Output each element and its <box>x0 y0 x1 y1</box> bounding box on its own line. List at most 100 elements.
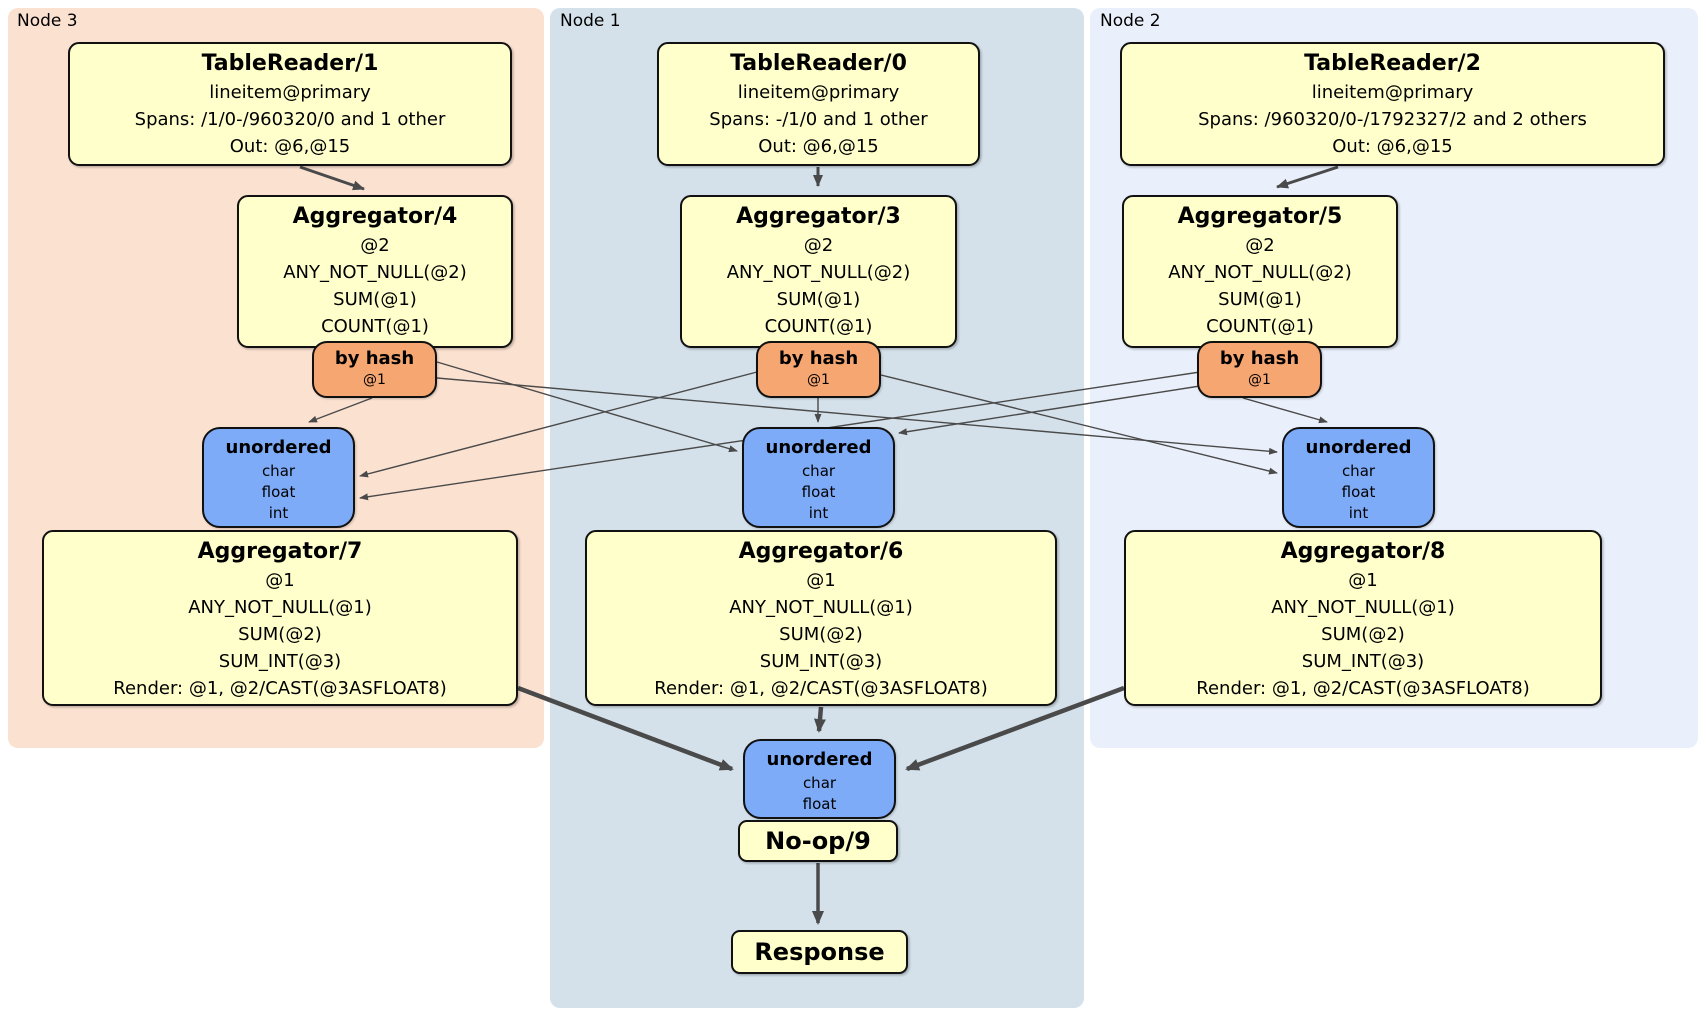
detail-line: char <box>1341 462 1376 480</box>
router-details: @1 <box>314 371 435 389</box>
sync-details: char float int <box>1284 461 1433 524</box>
sync-title: unordered <box>766 749 873 770</box>
unordered-sync-node1: unordered char float int <box>742 427 895 528</box>
edge-hash3-to-sync2 <box>436 377 1278 455</box>
detail-line: @1 <box>807 372 830 388</box>
detail-line: @1 <box>1248 372 1271 388</box>
edge-tablereader2-to-aggregator5 <box>1276 165 1339 189</box>
edge-hash1-to-sync2 <box>880 374 1278 475</box>
hash-router-node1: by hash @1 <box>756 341 881 398</box>
detail-line: lineitem@primary <box>1311 82 1474 103</box>
detail-line: int <box>268 504 289 522</box>
detail-line: @1 <box>265 570 295 591</box>
hash-router-node3: by hash @1 <box>312 341 437 398</box>
detail-line: SUM(@2) <box>1321 624 1405 645</box>
detail-line: Out: @6,@15 <box>229 136 351 157</box>
detail-line: Spans: /960320/0-/1792327/2 and 2 others <box>1198 109 1587 130</box>
detail-line: @2 <box>360 235 390 256</box>
edge-hash2-to-sync1 <box>898 385 1201 436</box>
router-title: by hash <box>778 348 859 369</box>
router-title: by hash <box>334 348 415 369</box>
response-box: Response <box>731 930 908 974</box>
detail-line: Render: @1, @2/CAST(@3ASFLOAT8) <box>1196 678 1530 699</box>
sync-details: char float int <box>744 461 893 524</box>
detail-line: float <box>801 483 836 501</box>
processor-title: Aggregator/4 <box>292 204 458 229</box>
detail-line: float <box>802 795 837 813</box>
detail-line: SUM_INT(@3) <box>759 651 883 672</box>
edge-aggregator6-to-final-sync <box>814 706 826 733</box>
sync-title: unordered <box>765 437 872 458</box>
processor-title: Aggregator/7 <box>197 539 363 564</box>
detail-line: ANY_NOT_NULL(@1) <box>1271 597 1455 618</box>
hash-router-node2: by hash @1 <box>1197 341 1322 398</box>
processor-title: Aggregator/8 <box>1280 539 1446 564</box>
detail-line: ANY_NOT_NULL(@1) <box>188 597 372 618</box>
detail-line: COUNT(@1) <box>1206 316 1314 337</box>
router-title: by hash <box>1219 348 1300 369</box>
edge-hash1-to-sync3 <box>359 371 758 478</box>
router-details: @1 <box>758 371 879 389</box>
processor-title: Aggregator/3 <box>736 204 901 229</box>
detail-line: SUM(@2) <box>779 624 863 645</box>
detail-line: SUM(@1) <box>776 289 861 310</box>
processor-title: Aggregator/5 <box>1177 204 1343 229</box>
sync-title: unordered <box>225 437 332 458</box>
node3-label: Node 3 <box>17 11 78 31</box>
detail-line: char <box>801 462 836 480</box>
detail-line: SUM_INT(@3) <box>1301 651 1425 672</box>
detail-line: lineitem@primary <box>737 82 900 103</box>
detail-line: SUM(@1) <box>1218 289 1302 310</box>
processor-title: No-op/9 <box>765 827 871 855</box>
detail-line: int <box>808 504 829 522</box>
detail-line: SUM(@2) <box>238 624 322 645</box>
detail-line: ANY_NOT_NULL(@2) <box>283 262 467 283</box>
detail-line: ANY_NOT_NULL(@2) <box>1168 262 1352 283</box>
edge-aggregator7-to-final-sync <box>517 685 734 772</box>
detail-line: COUNT(@1) <box>321 316 429 337</box>
detail-line: char <box>802 774 837 792</box>
processor-title: TableReader/0 <box>730 51 907 76</box>
detail-line: char <box>261 462 296 480</box>
processor-title: Response <box>754 938 885 966</box>
detail-line: @1 <box>806 570 836 591</box>
detail-line: Render: @1, @2/CAST(@3ASFLOAT8) <box>654 678 988 699</box>
detail-line: @2 <box>803 235 834 256</box>
detail-line: SUM_INT(@3) <box>218 651 342 672</box>
sync-details: char float <box>745 773 894 815</box>
final-unordered-sync: unordered char float <box>743 739 896 819</box>
detail-line: Spans: -/1/0 and 1 other <box>709 109 928 130</box>
detail-line: COUNT(@1) <box>764 316 873 337</box>
detail-line: int <box>1348 504 1369 522</box>
detail-line: SUM(@1) <box>333 289 417 310</box>
processor-title: TableReader/1 <box>201 51 379 76</box>
sync-title: unordered <box>1305 437 1412 458</box>
detail-line: ANY_NOT_NULL(@1) <box>729 597 913 618</box>
edge-hash3-to-sync1 <box>436 361 738 453</box>
edge-tablereader1-to-aggregator4 <box>299 165 365 191</box>
detail-line: Out: @6,@15 <box>758 136 879 157</box>
processor-title: TableReader/2 <box>1304 51 1481 76</box>
edge-hash2-to-sync2 <box>1242 397 1328 424</box>
detail-line: float <box>1341 483 1376 501</box>
processor-title: Aggregator/6 <box>738 539 904 564</box>
